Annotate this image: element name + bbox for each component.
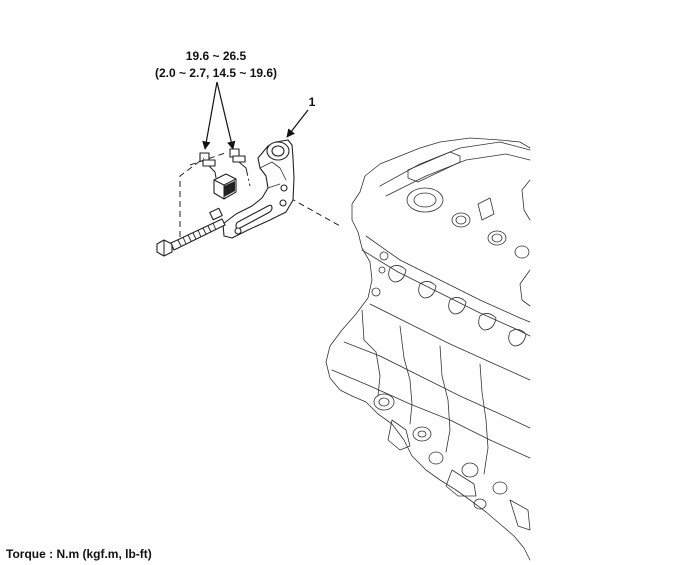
torque-units-note: Torque : N.m (kgf.m, lb-ft) bbox=[6, 547, 152, 561]
upper-bolt-left bbox=[199, 152, 216, 173]
long-mounting-bolt bbox=[156, 207, 226, 257]
torque-value-line1: 19.6 ~ 26.5 bbox=[186, 49, 247, 63]
callout-number: 1 bbox=[309, 95, 316, 109]
spacer-block bbox=[213, 173, 237, 200]
torque-value-line2: (2.0 ~ 2.7, 14.5 ~ 19.6) bbox=[155, 66, 277, 80]
engine-block bbox=[325, 137, 531, 561]
alignment-lines bbox=[179, 151, 341, 237]
torque-leader-arrows bbox=[202, 81, 236, 150]
callout-leader-arrow bbox=[286, 109, 309, 138]
alternator-bracket bbox=[222, 139, 295, 239]
upper-bolt-right bbox=[229, 148, 247, 169]
